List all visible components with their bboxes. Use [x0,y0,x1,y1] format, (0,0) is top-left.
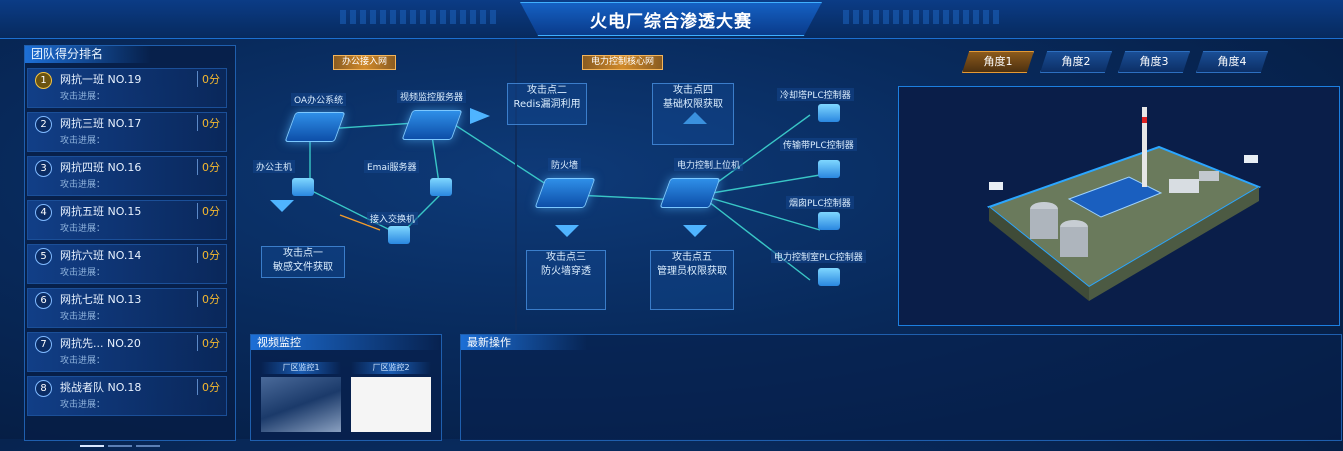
power-plant-model [986,107,1262,301]
attack-point-5[interactable]: 攻击点五 管理员权限获取 [650,250,734,310]
attack-progress-label: 攻击进展： [60,92,106,102]
title-decoration-right [843,10,1003,24]
team-name: 网抗一班 NO.19 [60,73,142,86]
pagination-dots[interactable] [80,432,180,447]
rank-number: 8 [35,380,52,397]
ranking-row[interactable]: 5 网抗六班 NO.14 攻击进展： 0分 [27,244,227,284]
access-switch-node[interactable] [388,226,410,244]
rank-number: 4 [35,204,52,221]
ranking-row[interactable]: 4 网抗五班 NO.15 攻击进展： 0分 [27,200,227,240]
team-name: 挑战者队 NO.18 [60,381,142,394]
team-name: 网抗五班 NO.15 [60,205,142,218]
attack-point-2[interactable]: 攻击点二 Redis漏洞利用 [507,83,587,125]
title-decoration-left [340,10,500,24]
team-score: 0分 [197,379,220,395]
team-name: 网抗七班 NO.13 [60,293,142,306]
attack-point-1[interactable]: 攻击点一 敏感文件获取 [261,246,345,278]
firewall-label: 防火墙 [548,158,582,171]
angle-tab-3[interactable]: 角度3 [1118,51,1190,73]
latest-operations-panel: 最新操作 [460,334,1342,441]
rank-number: 2 [35,116,52,133]
angle-tab-2[interactable]: 角度2 [1040,51,1112,73]
team-score: 0分 [197,335,220,351]
email-server-node[interactable] [430,178,452,196]
email-server-label: Emai服务器 [364,160,420,173]
ranking-panel: 团队得分排名 1 网抗一班 NO.19 攻击进展： 0分 2 网抗三班 NO.17 攻击进展… [24,45,236,441]
page-dot[interactable] [136,445,160,447]
ranking-row[interactable]: 8 挑战者队 NO.18 攻击进展： 0分 [27,376,227,416]
latest-operations-title: 最新操作 [461,335,587,350]
rank-number: 3 [35,160,52,177]
attack-progress-label: 攻击进展： [60,180,106,190]
page-dot[interactable] [80,445,104,447]
attack-progress-label: 攻击进展： [60,356,106,366]
page-title: 火电厂综合渗透大赛 [520,2,822,36]
plc-cooling-label: 冷却塔PLC控制器 [777,88,854,101]
camera-1-label: 厂区监控1 [261,362,341,374]
zone-label-power: 电力控制核心网 [582,55,664,70]
attack-progress-label: 攻击进展： [60,136,106,146]
video-server-label: 视频监控服务器 [397,90,467,103]
upper-computer-label: 电力控制上位机 [674,158,744,171]
team-score: 0分 [197,203,220,219]
office-host-node[interactable] [292,178,314,196]
rank-number: 7 [35,336,52,353]
team-name: 网抗三班 NO.17 [60,117,142,130]
plc-chimney-label: 烟囱PLC控制器 [786,196,854,209]
team-score: 0分 [197,71,220,87]
video-monitor-title: 视频监控 [251,335,441,350]
attack-progress-label: 攻击进展： [60,268,106,278]
team-name: 网抗六班 NO.14 [60,249,142,262]
access-switch-label: 接入交换机 [367,212,419,225]
team-score: 0分 [197,159,220,175]
plc-control-room-label: 电力控制室PLC控制器 [771,250,866,263]
camera-2-label: 厂区监控2 [351,362,431,374]
attack-point-4[interactable]: 攻击点四 基础权限获取 [652,83,734,145]
zone-label-office: 办公接入网 [333,55,397,70]
video-monitor-panel: 视频监控 厂区监控1 厂区监控2 [250,334,442,441]
plc-conveyor-node[interactable] [818,160,840,178]
plc-control-room-node[interactable] [818,268,840,286]
page-dot[interactable] [108,445,132,447]
plc-conveyor-label: 传输带PLC控制器 [780,138,857,151]
ranking-row[interactable]: 7 网抗先... NO.20 攻击进展： 0分 [27,332,227,372]
attack-point-3[interactable]: 攻击点三 防火墙穿透 [526,250,606,310]
rank-number: 6 [35,292,52,309]
plc-chimney-node[interactable] [818,212,840,230]
ranking-row[interactable]: 6 网抗七班 NO.13 攻击进展： 0分 [27,288,227,328]
attack-progress-label: 攻击进展： [60,224,106,234]
camera-1-feed[interactable] [261,377,341,432]
team-score: 0分 [197,247,220,263]
angle-tab-4[interactable]: 角度4 [1196,51,1268,73]
angle-tab-1[interactable]: 角度1 [962,51,1034,73]
ranking-row[interactable]: 3 网抗四班 NO.16 攻击进展： 0分 [27,156,227,196]
team-name: 网抗四班 NO.16 [60,161,142,174]
rank-number: 5 [35,248,52,265]
attack-progress-label: 攻击进展： [60,400,106,410]
ranking-row[interactable]: 2 网抗三班 NO.17 攻击进展： 0分 [27,112,227,152]
team-score: 0分 [197,115,220,131]
camera-2-feed[interactable] [351,377,431,432]
oa-system-label: OA办公系统 [291,93,347,106]
ranking-row[interactable]: 1 网抗一班 NO.19 攻击进展： 0分 [27,68,227,108]
team-name: 网抗先... NO.20 [60,337,141,350]
ranking-title: 团队得分排名 [25,46,151,63]
rank-number: 1 [35,72,52,89]
team-score: 0分 [197,291,220,307]
attack-progress-label: 攻击进展： [60,312,106,322]
plc-cooling-node[interactable] [818,104,840,122]
office-host-label: 办公主机 [253,160,296,173]
network-links [270,40,821,330]
plant-3d-view[interactable] [898,86,1340,326]
